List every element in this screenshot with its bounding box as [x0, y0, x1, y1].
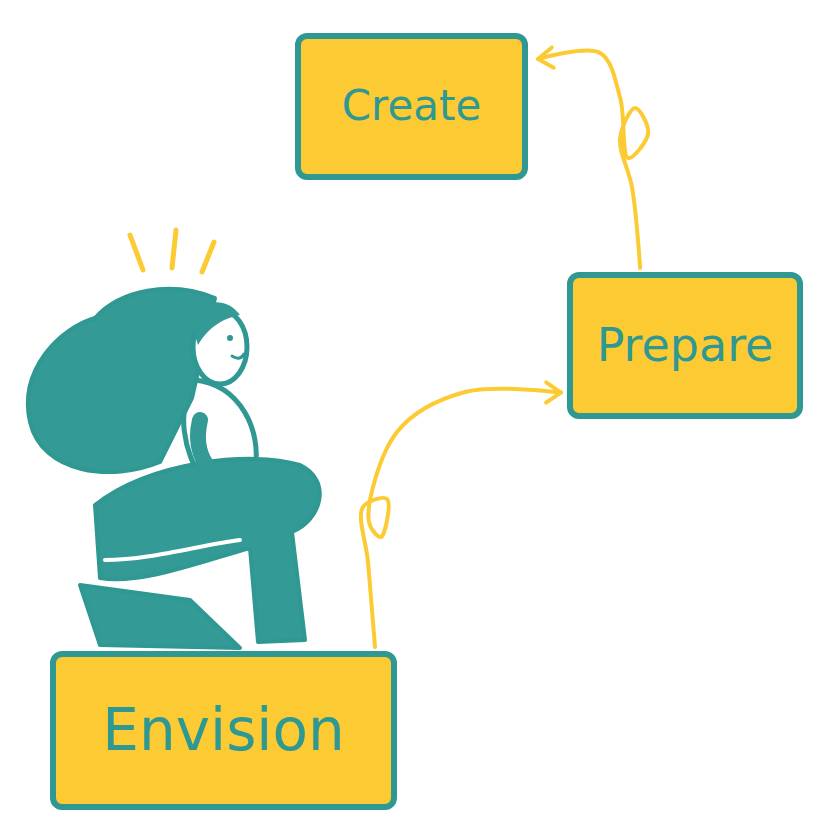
process-box: Create [295, 33, 528, 180]
flow-arrow [538, 47, 648, 268]
exclamation-line [202, 242, 214, 272]
hair [28, 289, 215, 472]
box-label: Envision [102, 699, 344, 763]
flow-arrow [361, 382, 561, 647]
exclamation-line [172, 230, 176, 268]
arrow-head [538, 47, 554, 67]
box-label: Prepare [597, 320, 774, 371]
folded-leg [80, 585, 240, 648]
process-box: Envision [50, 651, 397, 810]
mouth [232, 354, 244, 358]
fringe [190, 302, 240, 345]
arrow-head [546, 382, 561, 402]
box-label: Create [342, 83, 482, 129]
eye [227, 335, 233, 341]
process-box: Prepare [567, 272, 803, 419]
exclamation-line [130, 235, 143, 270]
leg-highlight [105, 540, 240, 560]
arrow-line [361, 389, 561, 647]
arm [198, 420, 300, 493]
arrow-line [538, 51, 648, 268]
